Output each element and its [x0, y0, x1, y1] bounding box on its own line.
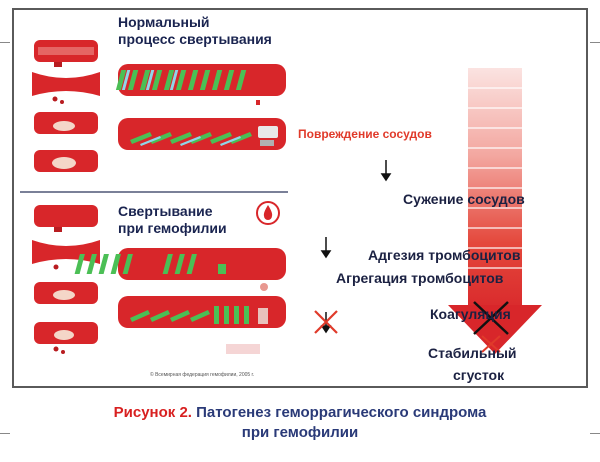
hemophilia-title-line1: Свертывание: [118, 203, 213, 219]
vessel-stage-1: [34, 40, 98, 67]
vessel-stage-2: [32, 72, 100, 104]
cross-icon: [473, 301, 509, 335]
hemophilia-tube-upper: [74, 248, 286, 291]
normal-title: Нормальный процесс свертывания: [118, 14, 272, 48]
step-narrowing: Сужение сосудов: [403, 191, 525, 207]
hemophilia-tube-lower: [118, 296, 286, 328]
step-adhesion: Адгезия тромбоцитов: [368, 247, 521, 263]
hemophilia-title: Свертывание при гемофилии: [118, 203, 227, 237]
caption-line1: Патогенез геморрагического синдрома: [196, 404, 487, 421]
vessel-stage-4: [34, 150, 98, 172]
cross-icon: [481, 335, 501, 353]
step-clot-line1: Стабильный: [428, 345, 517, 361]
hemophilia-title-line2: при гемофилии: [118, 220, 227, 236]
cross-icon: [314, 310, 338, 334]
step-aggregation: Агрегация тромбоцитов: [336, 270, 504, 286]
figure-caption: Рисунок 2. Патогенез геморрагического си…: [0, 402, 600, 423]
blood-drop-icon: [256, 201, 280, 225]
step-clot-line2: сгусток: [453, 367, 505, 383]
crop-mark: [0, 433, 10, 434]
crop-mark: [0, 42, 10, 43]
step-coagulation: Коагуляция: [430, 306, 511, 322]
copyright-credit: © Всемирная федерация гемофилии, 2005 г.: [150, 372, 255, 378]
arrow-down-icon: [320, 237, 332, 259]
normal-tube-lower: [118, 118, 286, 150]
normal-title-line2: процесс свертывания: [118, 31, 272, 47]
vessel-stage-8: [34, 322, 98, 354]
normal-title-line1: Нормальный: [118, 14, 210, 30]
vessel-stage-7: [34, 282, 98, 304]
arrow-down-icon: [380, 160, 392, 182]
brand-badge: [226, 344, 260, 354]
vessel-stage-5: [34, 205, 98, 232]
arrow-down-icon: [320, 312, 332, 334]
damage-label: Повреждение сосудов: [298, 127, 432, 141]
caption-line2: при гемофилии: [241, 424, 359, 441]
figure-label: Рисунок 2.: [113, 404, 192, 421]
crop-mark: [590, 433, 600, 434]
crop-mark: [590, 42, 600, 43]
vessel-stage-3: [34, 112, 98, 134]
section-divider: [20, 191, 288, 193]
cascade-arrow: [448, 68, 542, 354]
normal-tube-upper: [115, 64, 286, 105]
